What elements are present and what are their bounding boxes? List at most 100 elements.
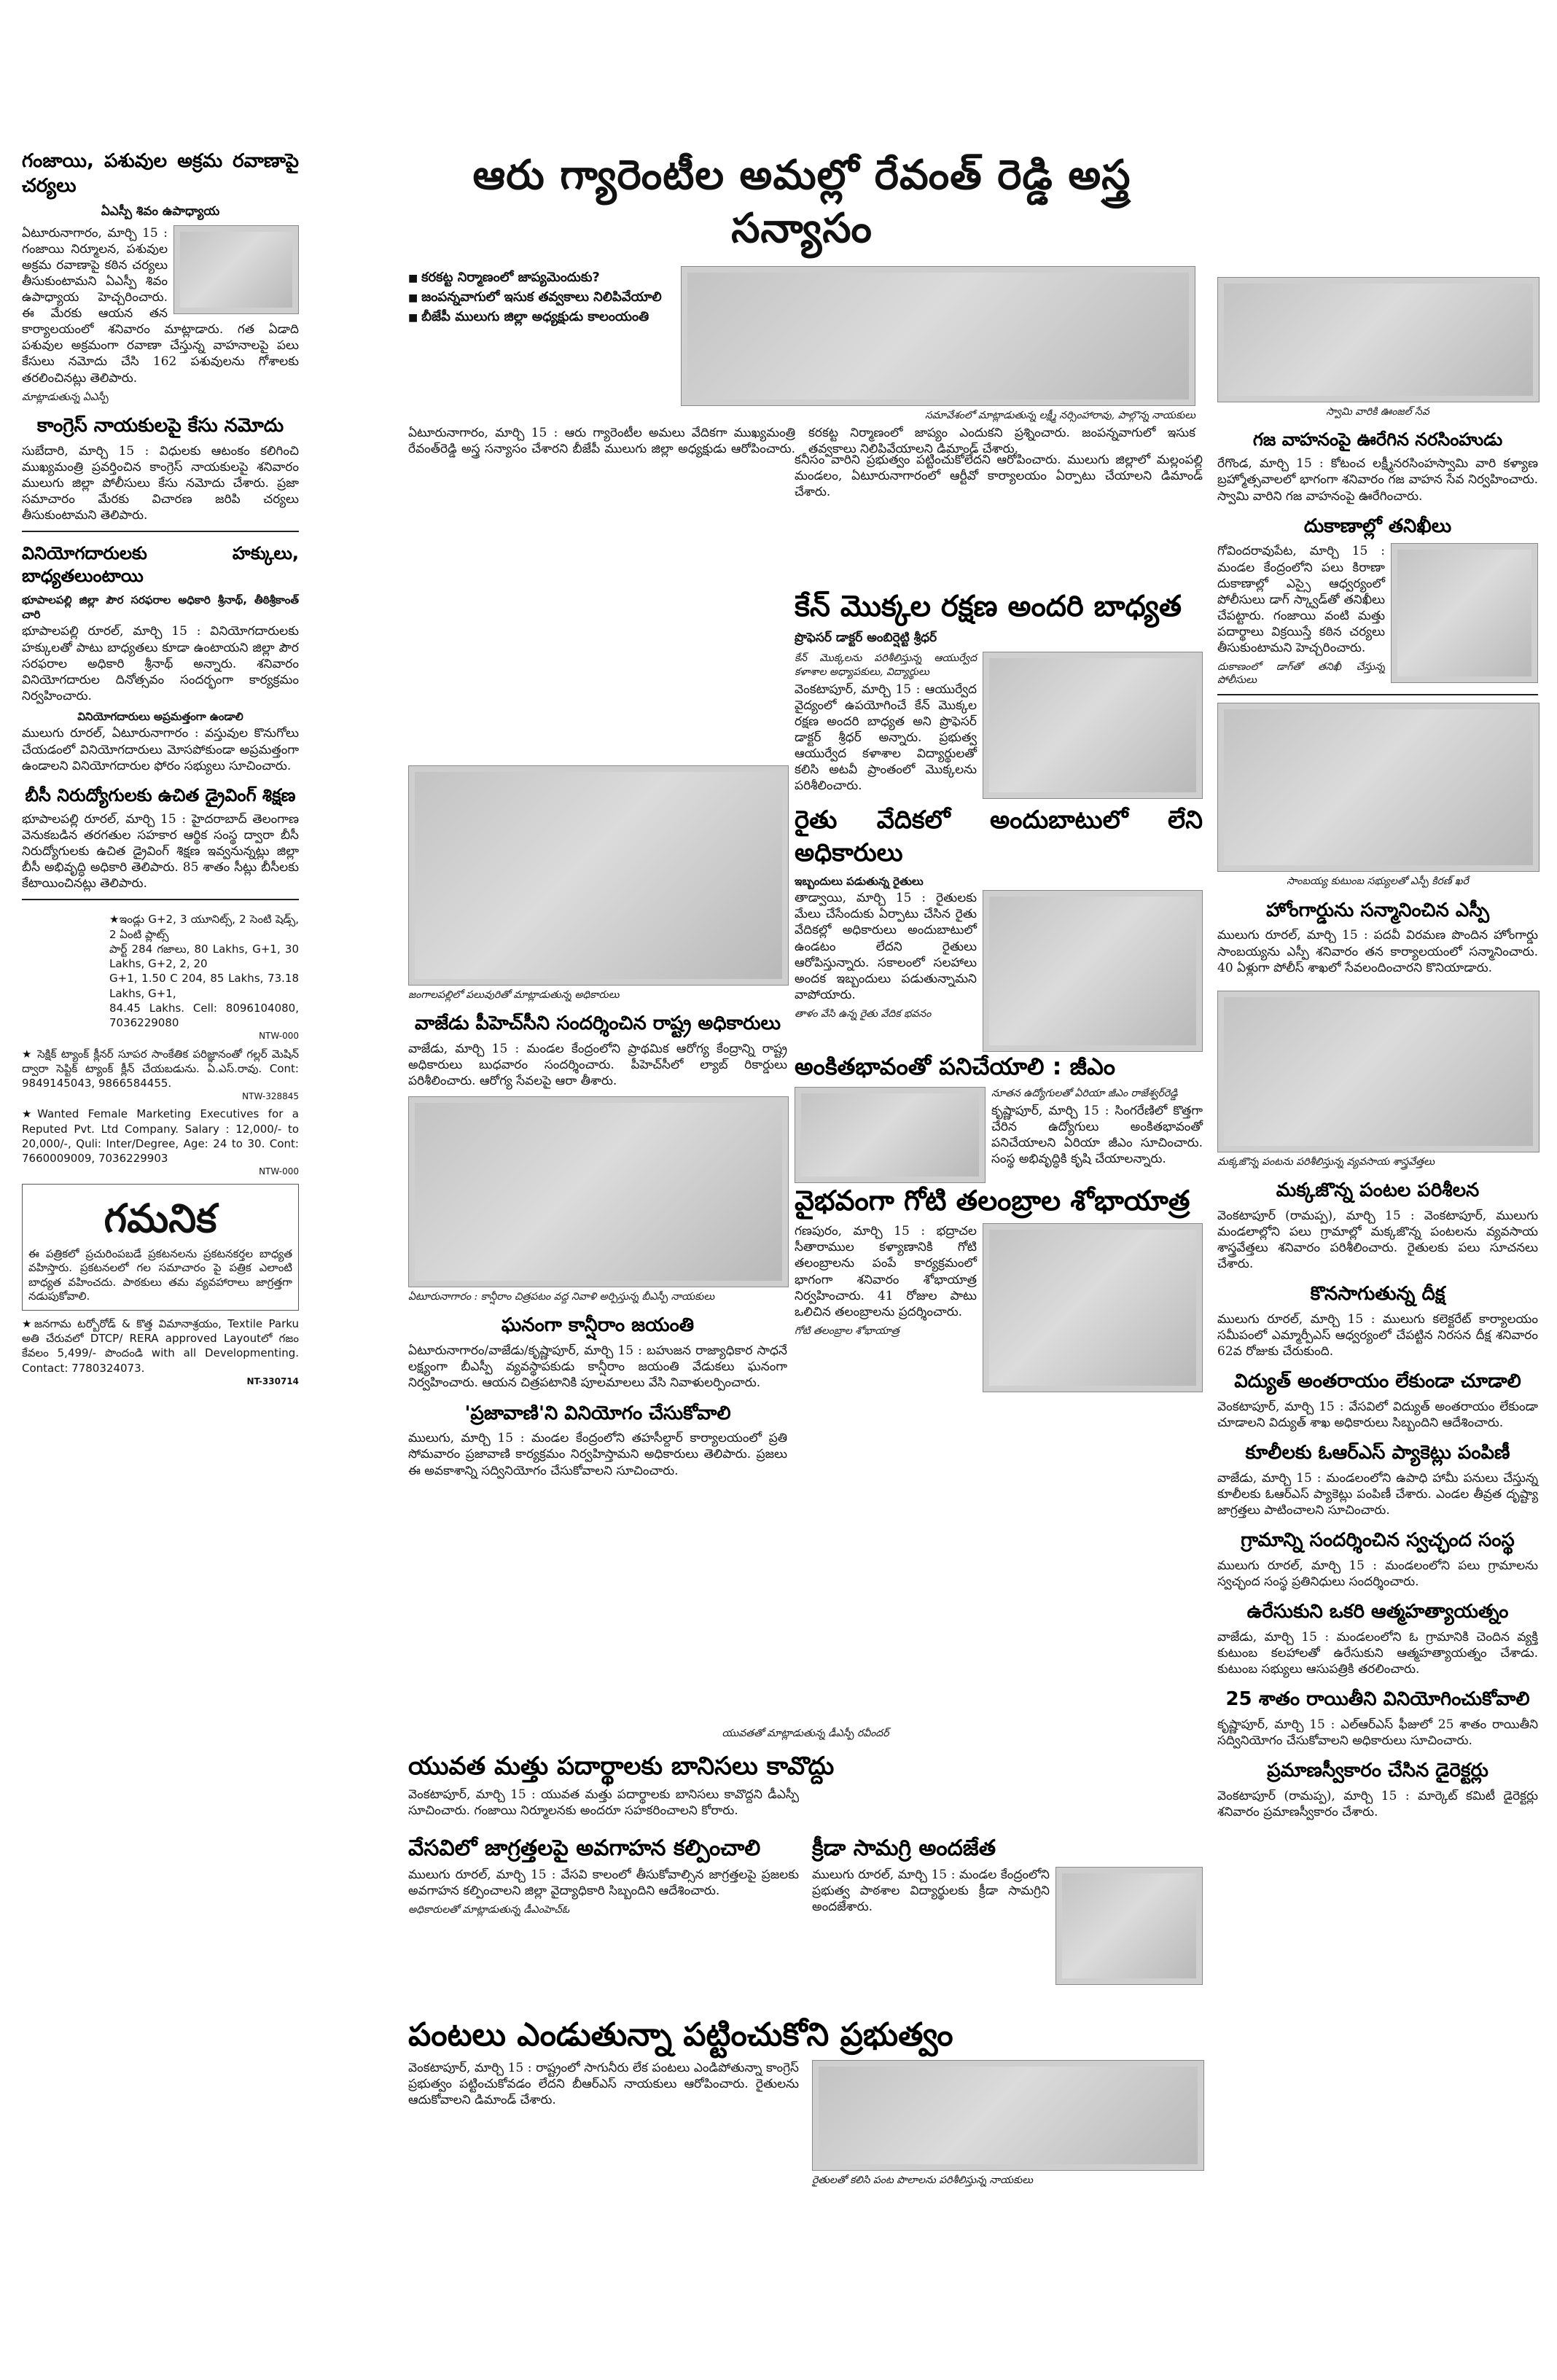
article-headline: అంకితభావంతో పనిచేయాలి : జీఎం — [795, 1053, 1115, 1081]
photo-caption: మాట్లాడుతున్న ఏఎస్పీ — [22, 391, 109, 403]
article-photo — [173, 225, 299, 314]
classified-text: ★Wanted Female Marketing Executives for … — [22, 1107, 299, 1166]
photo-caption: స్వామి వారికి ఊంజల్ సేవ — [1326, 406, 1429, 418]
photo-caption: సమావేశంలో మాట్లాడుతున్న లక్ష్మీ నర్సింహా… — [924, 409, 1195, 421]
article-byline: ఏఎస్పీ శివం ఉపాధ్యాయ — [101, 203, 220, 219]
article-body: వెంకటాపూర్, మార్చి 15 : వేసవిలో విద్యుత్… — [1217, 1399, 1538, 1431]
classified-ad: ★ఇండ్లు G+2, 3 యూనిట్స్, 2 సెంటి షెడ్స్,… — [109, 912, 299, 1042]
classified-ad: ★ సెక్షిక్ ట్యాంక్ క్లీనర్ సూపర సాంకేతిక… — [22, 1047, 299, 1103]
article-headline: కొనసాగుతున్న దీక్ష — [1310, 1283, 1445, 1306]
photo-caption: జంగాలపల్లిలో పలువురితో మాట్లాడుతున్న అధి… — [408, 989, 620, 1001]
article-headline: యువత మత్తు పదార్థాలకు బానిసలు కావొద్దు — [408, 1752, 835, 1782]
article-body: వెంకటాపూర్, మార్చి 15 : యువత మత్తు పదార్… — [408, 1787, 799, 1819]
photo-caption: అధికారులతో మాట్లాడుతున్న డీఎంహెచ్ఓ — [408, 1903, 570, 1916]
article-body: వెంకటాపూర్ (రామప్ప), మార్చి 15 : మార్కెట… — [1217, 1789, 1538, 1820]
article-body: వెంకటాపూర్, మార్చి 15 : ఆయుర్వేద వైద్యంల… — [795, 682, 977, 794]
article-photo — [1217, 703, 1540, 873]
classified-code: NTW-328845 — [242, 1091, 299, 1102]
article-photo — [1217, 990, 1540, 1152]
article-body: కనీసం వారిని ప్రభుత్వం పట్టించుకోలేదని ఆ… — [795, 453, 1203, 500]
article-photo — [983, 1223, 1203, 1393]
article-body: భూపాలపల్లి రూరల్, మార్చి 15 : హైదరాబాద్ … — [22, 811, 299, 891]
classified-code: NTW-000 — [259, 1031, 299, 1042]
photo-caption: యువతతో మాట్లాడుతున్న డీఎస్పీ రవీందర్ — [722, 1728, 889, 1739]
article-body: కృష్ణాపూర్, మార్చి 15 : ఎల్ఆర్ఎస్ ఫీజులో… — [1217, 1717, 1538, 1749]
article-headline: బీసీ నిరుద్యోగులకు ఉచిత డ్రైవింగ్ శిక్షణ — [25, 784, 296, 805]
article-photo — [1217, 277, 1540, 402]
article-body: ములుగు రూరల్, మార్చి 15 : ములుగు కలెక్టర… — [1217, 1311, 1538, 1359]
main-photo — [681, 265, 1195, 406]
article-body: వాజేడు, మార్చి 15 : మండలంలోని ఉపాధి హామీ… — [1217, 1470, 1538, 1518]
middle-column: జంగాలపల్లిలో పలువురితో మాట్లాడుతున్న అధి… — [408, 452, 789, 1483]
article-headline: వాజేడు పీహెచ్‌సీని సందర్శించిన రాష్ట్ర అ… — [415, 1013, 781, 1035]
article-body: ములుగు రూరల్, ఏటూరునాగారం : వస్తువుల కొన… — [22, 726, 299, 773]
main-headline: ఆరు గ్యారెంటీల అమల్లో రేవంత్ రెడ్డి అస్త… — [472, 152, 1131, 252]
article-body: ములుగు, మార్చి 15 : మండల కేంద్రంలోని తహస… — [408, 1431, 787, 1478]
classified-line: పార్ట్ 284 గజాలు, 80 Lakhs, G+1, 30 Lakh… — [109, 942, 299, 971]
notice-title: గమనిక — [104, 1195, 217, 1241]
article-photo — [1391, 543, 1538, 684]
article-headline: మక్కజొన్న పంటల పరిశీలన — [1276, 1179, 1480, 1201]
article-headline: గ్రామాన్ని సందర్శించిన స్వచ్ఛంద సంస్థ — [1241, 1529, 1515, 1552]
article-headline: వినియోగదారులకు హక్కులు, బాధ్యతలుంటాయి — [22, 543, 299, 587]
article-byline: ప్రొఫెసర్ డాక్టర్ అంబిర్షెట్టి శ్రీధర్ — [795, 631, 937, 646]
article-body: ఏటూరునాగారం, మార్చి 15 : గంజాయి నిర్మూలన… — [22, 225, 299, 386]
right-column: స్వామి వారికి ఊంజల్ సేవ గజ వాహనంపై ఊరేగి… — [1217, 241, 1540, 1825]
article-body: వెంకటాపూర్, మార్చి 15 : రాష్ట్రంలో సాగున… — [408, 2060, 799, 2107]
article-headline: కేన్ మొక్కల రక్షణ అందరి బాధ్యత — [795, 590, 1182, 624]
article-body: వాజేడు, మార్చి 15 : మండల కేంద్రంలోని ప్ర… — [408, 1041, 787, 1089]
center-column: కనీసం వారిని ప్రభుత్వం పట్టించుకోలేదని ఆ… — [795, 452, 1203, 1393]
article-photo — [795, 1086, 986, 1183]
article-kicker: ఇబ్బందులు పడుతున్న రైతులు — [795, 874, 924, 888]
bottom-center: యువతతో మాట్లాడుతున్న డీఎస్పీ రవీందర్ యువ… — [408, 1724, 1204, 2190]
notice-text: ఈ పత్రికలో ప్రచురింపబడే ప్రకటనలను ప్రకటన… — [28, 1246, 292, 1303]
photo-caption: దుకాణంలో డాగ్‌తో తనిఖీ చేస్తున్న పోలీసుల… — [1217, 661, 1385, 687]
article-headline: క్రీడా సామగ్రి అందజేత — [812, 1835, 996, 1861]
classified-text: ★ సెక్షిక్ ట్యాంక్ క్లీనర్ సూపర సాంకేతిక… — [22, 1047, 299, 1090]
article-headline: హోంగార్డును సన్మానించిన ఎస్పీ — [1265, 899, 1490, 921]
article-headline: ఉరేసుకుని ఒకరి ఆత్మహత్యాయత్నం — [1246, 1601, 1509, 1623]
article-body: భూపాలపల్లి రూరల్, మార్చి 15 : వినియోగదార… — [22, 624, 299, 703]
article-photo — [1055, 1866, 1203, 1985]
article-body: రేగొండ, మార్చి 15 : కోటంచ లక్ష్మీనరసింహస… — [1217, 456, 1538, 504]
article-headline: 'ప్రజావాణి'ని వినియోగం చేసుకోవాలి — [464, 1402, 731, 1424]
article-headline: ప్రమాణస్వీకారం చేసిన డైరెక్టర్లు — [1267, 1760, 1488, 1782]
article-body: వెంకటాపూర్ (రామప్ప), మార్చి 15 : వెంకటాప… — [1217, 1208, 1538, 1272]
main-story: ఆరు గ్యారెంటీల అమల్లో రేవంత్ రెడ్డి అస్త… — [408, 149, 1195, 461]
main-bullet: జంపన్నవాగులో ఇసుక తవ్వకాలు నిలిపివేయాలి — [408, 289, 671, 305]
article-photo — [983, 652, 1203, 800]
classified-line: G+1, 1.50 C 204, 85 Lakhs, 73.18 Lakhs, … — [109, 972, 299, 1000]
article-body: గణపురం, మార్చి 15 : భద్రాచల సీతారాముల కళ… — [795, 1224, 977, 1319]
article-headline: గంజాయి, పశువుల అక్రమ రవాణాపై చర్యలు — [22, 150, 299, 197]
main-bullet: కరకట్ట నిర్మాణంలో జాప్యమెందుకు? — [408, 269, 671, 286]
article-body: కృష్ణాపూర్, మార్చి 15 : సింగరేణిలో కొత్త… — [991, 1104, 1203, 1167]
article-headline: విద్యుత్ అంతరాయం లేకుండా చూడాలి — [1234, 1370, 1521, 1393]
photo-caption: సాంబయ్య కుటుంబ సభ్యులతో ఎస్పీ కిరణ్ ఖరే — [1287, 875, 1469, 888]
classified-ad: ★జనగామ టర్బోరోడ్ & కొత్త విమానాశ్రయం, Te… — [22, 1316, 299, 1387]
photo-caption: మక్కజొన్న పంటను పరిశీలిస్తున్న వ్యవసాయ శ… — [1217, 1155, 1435, 1168]
article-body: ములుగు రూరల్, మార్చి 15 : మండలంలోని పలు … — [1217, 1558, 1538, 1590]
article-headline: కూలీలకు ఓఆర్‌ఎస్ ప్యాకెట్లు పంపిణీ — [1245, 1442, 1510, 1464]
classified-text: ★జనగామ టర్బోరోడ్ & కొత్త విమానాశ్రయం, Te… — [22, 1316, 299, 1375]
photo-caption: తాళం వేసి ఉన్న రైతు వేదిక భవనం — [795, 1007, 932, 1020]
article-body: వాజేడు, మార్చి 15 : మండలంలోని ఓ గ్రామాని… — [1217, 1630, 1538, 1677]
article-body: ములుగు రూరల్, మార్చి 15 : వేసవి కాలంలో త… — [408, 1867, 799, 1898]
article-headline: ఘనంగా కాన్షీరాం జయంతి — [501, 1314, 695, 1337]
article-headline: వేసవిలో జాగ్రత్తలపై అవగాహన కల్పించాలి — [408, 1835, 761, 1861]
article-photo — [812, 2059, 1204, 2171]
notice-box: గమనిక ఈ పత్రికలో ప్రచురింపబడే ప్రకటనలను … — [22, 1183, 299, 1311]
article-headline: వైభవంగా గోటి తలంబ్రాల శోభాయాత్ర — [795, 1184, 1190, 1217]
article-body: ములుగు రూరల్, మార్చి 15 : మండల కేంద్రంలో… — [812, 1867, 1050, 1914]
article-photo — [408, 1096, 789, 1288]
article-body: తాడ్వాయి, మార్చి 15 : రైతులకు మేలు చేసేం… — [795, 891, 977, 1002]
article-photo — [408, 765, 789, 986]
left-column: గంజాయి, పశువుల అక్రమ రవాణాపై చర్యలు ఏఎస్… — [22, 0, 299, 1392]
article-headline: దుకాణాల్లో తనిఖీలు — [1303, 515, 1452, 537]
classified-ad: ★Wanted Female Marketing Executives for … — [22, 1107, 299, 1177]
article-body: ఏటూరునాగారం, మార్చి 15 : ఆరు గ్యారెంటీల … — [408, 425, 1195, 456]
photo-caption: ఏటూరునాగారం : కాన్షీరాం చిత్రపటం వద్ద ని… — [408, 1291, 715, 1303]
article-headline: కాంగ్రెస్ నాయకులపై కేసు నమోదు — [36, 414, 284, 437]
article-headline: రైతు వేదికలో అందుబాటులో లేని అధికారులు — [795, 805, 1203, 867]
classified-code: NT-330714 — [246, 1376, 299, 1386]
photo-caption: నూతన ఉద్యోగులతో ఏరియా జీఎం రాజేశ్వర్‌రెడ… — [991, 1087, 1178, 1099]
